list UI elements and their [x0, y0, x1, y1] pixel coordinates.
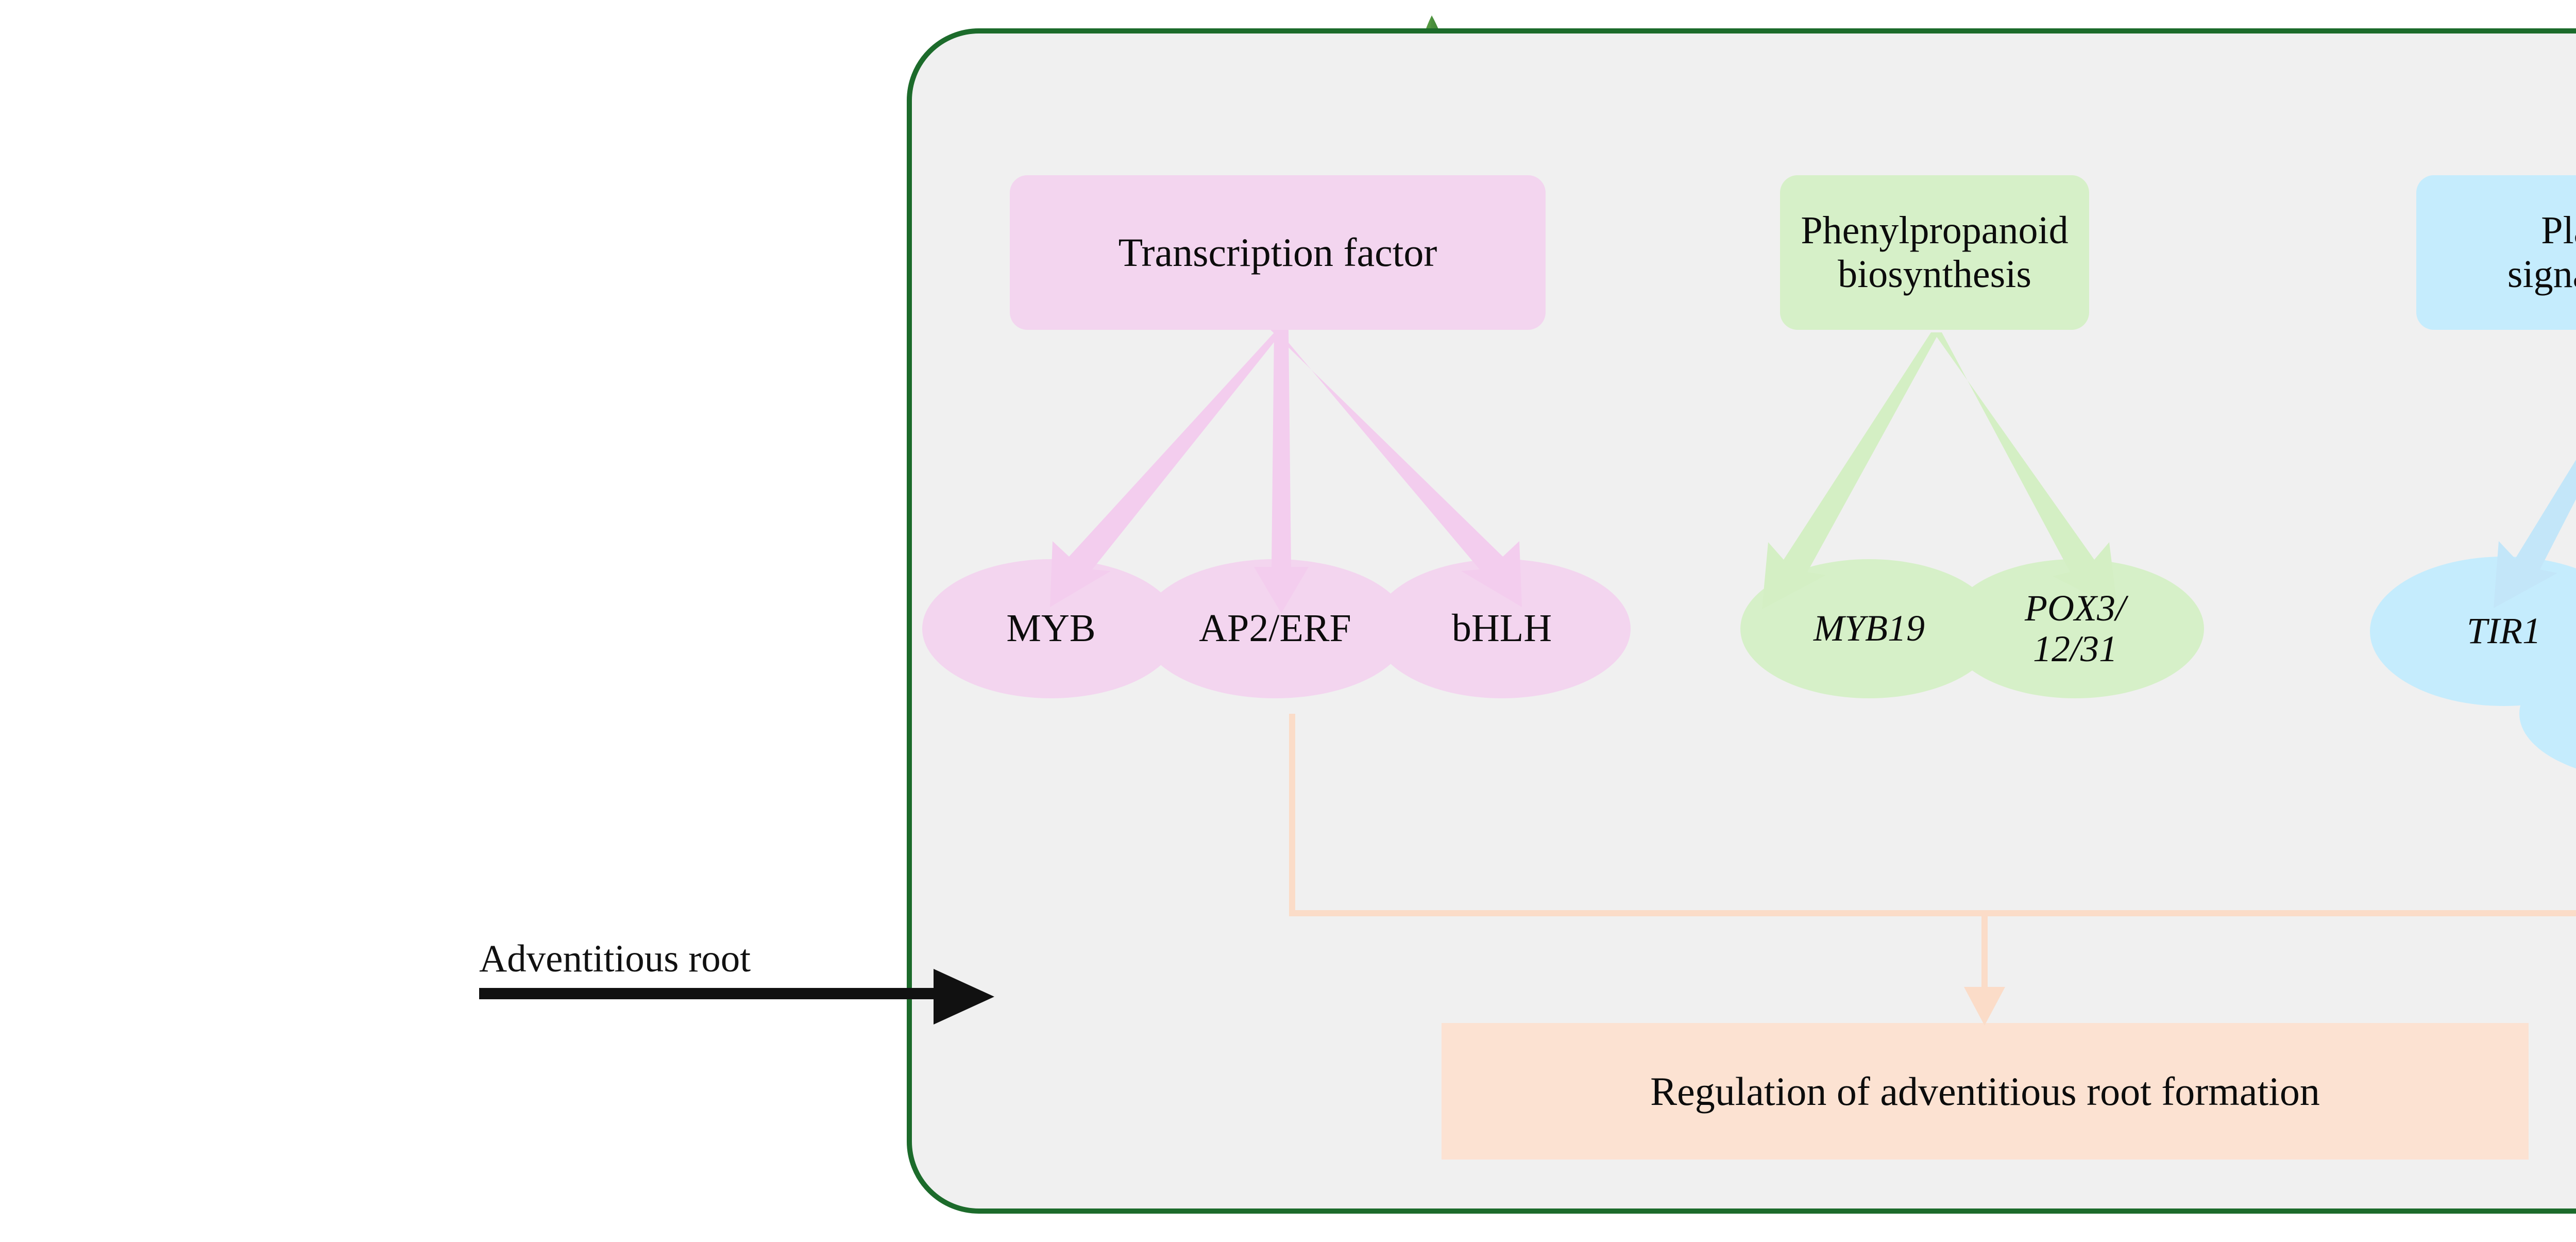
node-myb-label: MYB	[1006, 607, 1096, 650]
outcome-arrowhead	[1964, 987, 2005, 1026]
node-ap2-erf-label: AP2/ERF	[1199, 607, 1351, 650]
node-myb19-label: MYB19	[1814, 608, 1925, 649]
header-plant-hormone-line1: Plant hormone	[2541, 208, 2576, 252]
header-transcription-factor[interactable]: Transcription factor	[1010, 175, 1546, 330]
header-plant-hormone-line2: signal transduction	[2507, 253, 2576, 296]
header-phenylpropanoid-line1: Phenylpropanoid	[1801, 208, 2069, 252]
node-pox3-line2: 12/31	[2032, 628, 2117, 669]
node-tir1-label: TIR1	[2467, 610, 2541, 652]
transcription-factor-arrows	[1050, 330, 1522, 613]
node-pox3-line1: POX3/	[2025, 587, 2126, 629]
outcome-box[interactable]: Regulation of adventitious root formatio…	[1442, 1023, 2529, 1160]
header-phenylpropanoid-line2: biosynthesis	[1838, 253, 2031, 296]
phenylpropanoid-arrows	[1762, 332, 2117, 609]
header-plant-hormone-signal-transduction[interactable]: Plant hormone signal transduction	[2416, 175, 2576, 330]
node-bhlh-label: bHLH	[1451, 607, 1552, 650]
outcome-connector	[1289, 714, 2576, 997]
adventitious-root-label: Adventitious root	[479, 937, 751, 980]
header-phenylpropanoid-biosynthesis[interactable]: Phenylpropanoid biosynthesis	[1780, 175, 2089, 330]
node-ap2-erf[interactable]: AP2/ERF	[1141, 559, 1409, 698]
outcome-label: Regulation of adventitious root formatio…	[1650, 1068, 2320, 1114]
header-transcription-factor-label: Transcription factor	[1118, 230, 1437, 275]
plant-hormone-arrows	[2494, 460, 2576, 608]
